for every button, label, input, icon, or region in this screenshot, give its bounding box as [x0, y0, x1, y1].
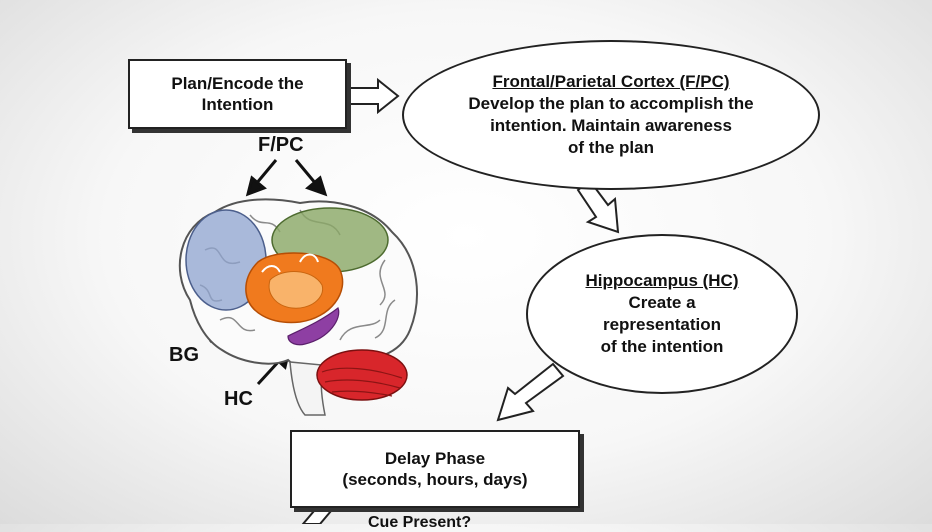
fpc-ellipse-line3: of the plan: [568, 138, 654, 158]
hc-ellipse-line1: Create a: [628, 292, 696, 312]
plan-box-line2: Intention: [201, 95, 274, 114]
hc-ellipse: Hippocampus (HC) Create a representation…: [526, 234, 798, 394]
hc-ellipse-line2: representation: [602, 315, 722, 334]
fpc-ellipse-title: Frontal/Parietal Cortex (F/PC): [492, 71, 730, 91]
hc-ellipse-line3: of the intention: [600, 337, 724, 357]
pointer-fpc-left: [245, 159, 278, 197]
cerebellum: [316, 349, 408, 401]
bg-label: BG: [169, 344, 199, 366]
delay-box-line2: (seconds, hours, days): [342, 470, 528, 489]
basal-ganglia: [245, 252, 344, 324]
hc-label: HC: [224, 388, 253, 410]
fpc-ellipse-line1: Develop the plan to accomplish the: [468, 93, 754, 113]
cue-present-partial: Cue Present?: [368, 514, 472, 531]
delay-phase-box: Delay Phase (seconds, hours, days): [290, 430, 580, 508]
delay-box-line1: Delay Phase: [384, 448, 486, 468]
fpc-ellipse: Frontal/Parietal Cortex (F/PC) Develop t…: [402, 40, 820, 190]
arrow-plan-to-fpc: [344, 77, 400, 115]
pointer-fpc-right: [294, 159, 328, 197]
plan-box-line1: Plan/Encode the: [171, 73, 304, 93]
arrow-hc-to-delay: [496, 362, 565, 422]
fpc-ellipse-line2: intention. Maintain awareness: [490, 116, 732, 135]
plan-encode-box: Plan/Encode the Intention: [128, 59, 347, 129]
fpc-label: F/PC: [258, 134, 304, 156]
hc-ellipse-title: Hippocampus (HC): [585, 270, 739, 290]
hippocampus: [287, 307, 340, 346]
